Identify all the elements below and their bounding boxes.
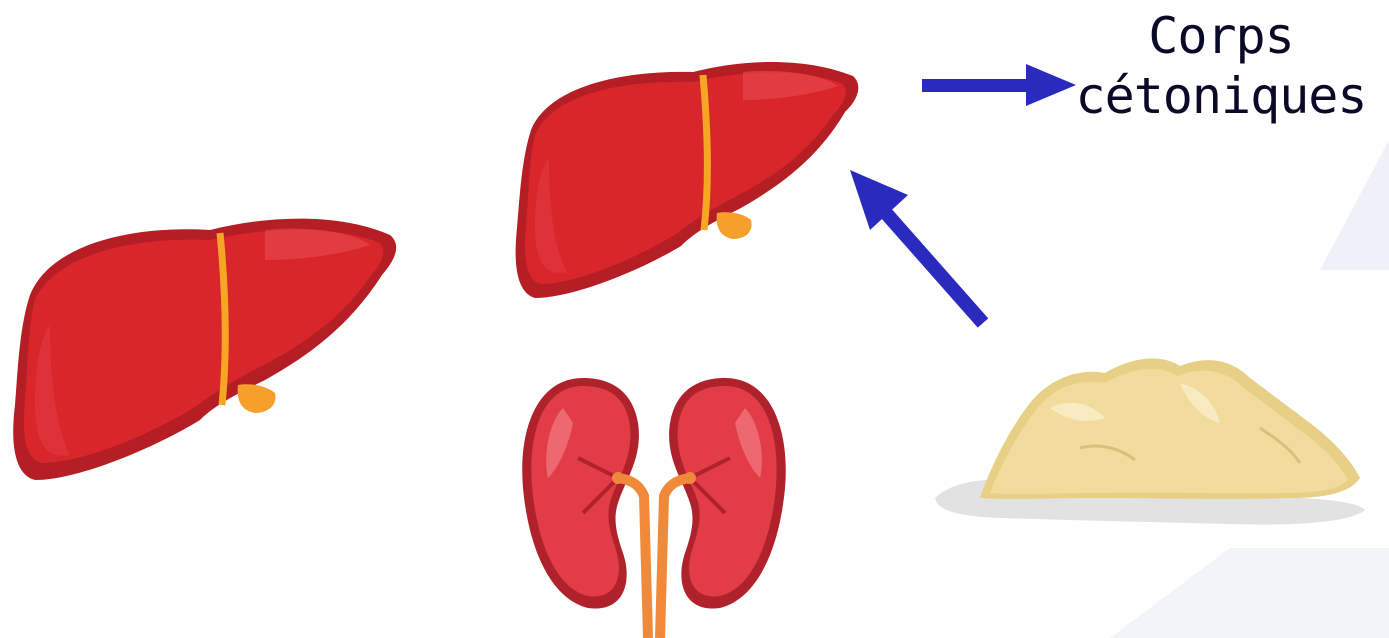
arrow-up-left-icon [840,160,1000,335]
adipose-tissue-icon [930,348,1370,533]
ketone-bodies-label: Corps cétoniques [1055,6,1387,126]
kidneys-icon [518,368,790,638]
arrow-right-icon [918,60,1078,110]
label-line-1: Corps [1055,6,1387,66]
liver-top-icon [513,50,863,302]
label-line-2: cétoniques [1055,66,1387,126]
liver-left-icon [10,205,400,485]
